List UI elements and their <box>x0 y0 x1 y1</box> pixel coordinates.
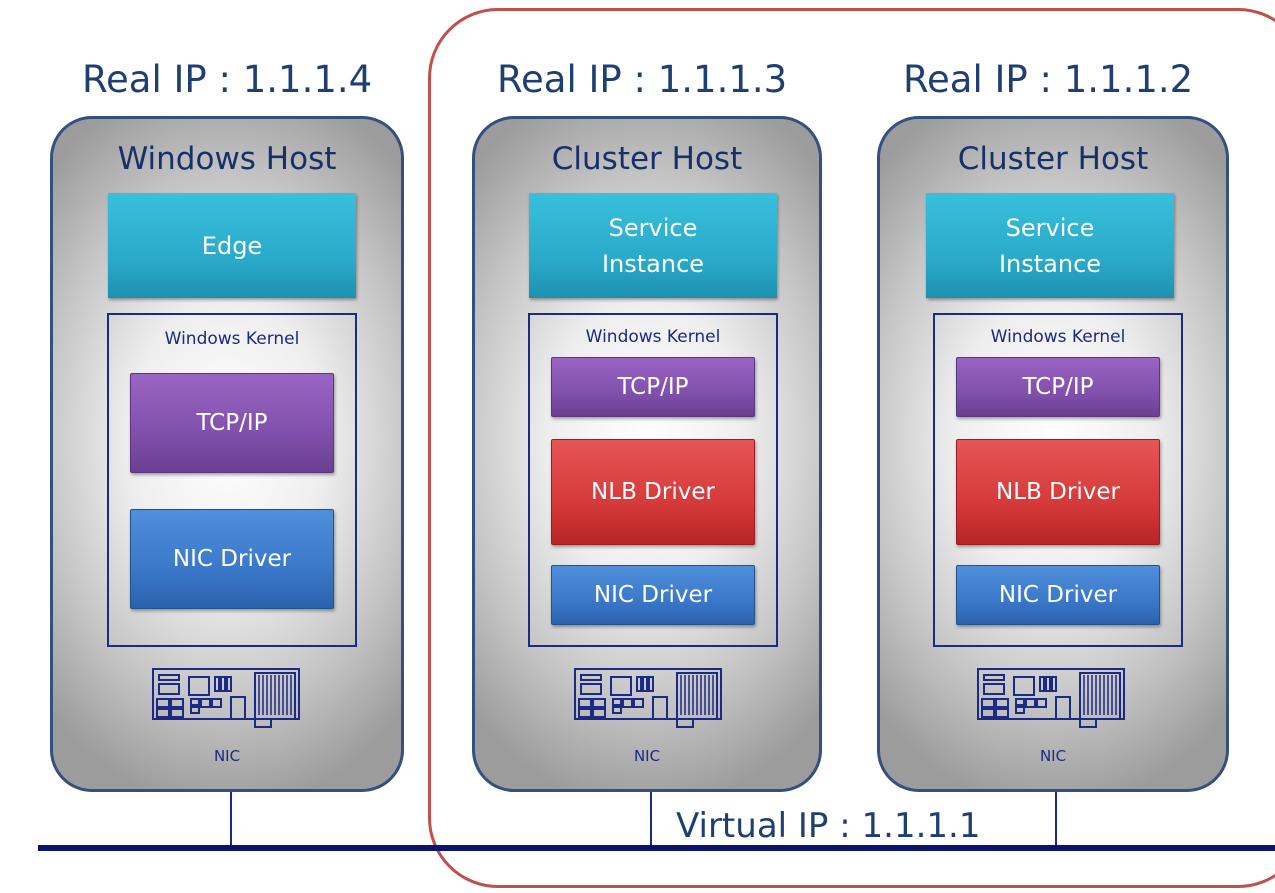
tcp-ip-block: TCP/IP <box>956 357 1160 417</box>
host-title: Cluster Host <box>957 141 1149 177</box>
service-instance-block: Service Instance <box>529 193 777 298</box>
nic-driver-label: NIC Driver <box>593 582 713 608</box>
windows-host: Windows Host Edge Windows Kernel TCP/IP … <box>50 116 404 792</box>
nic-label: NIC <box>213 747 241 765</box>
windows-kernel-box: Windows Kernel TCP/IP NLB Driver NIC Dri… <box>933 313 1183 647</box>
kernel-label: Windows Kernel <box>990 327 1126 347</box>
nic-driver-label: NIC Driver <box>172 546 292 572</box>
nic-driver-block: NIC Driver <box>130 509 334 609</box>
kernel-label: Windows Kernel <box>585 327 721 347</box>
nic-driver-block: NIC Driver <box>956 565 1160 625</box>
edge-block: Edge <box>108 193 356 298</box>
cluster-host-2: Cluster Host Service Instance Windows Ke… <box>877 116 1229 792</box>
host-title: Windows Host <box>117 141 337 177</box>
service-label-line-2: Instance <box>601 249 705 278</box>
nic-label: NIC <box>1039 747 1067 765</box>
nic-card-icon <box>977 668 1125 728</box>
tcp-ip-block: TCP/IP <box>551 357 755 417</box>
service-label-line-1: Service <box>1005 213 1095 242</box>
windows-kernel-box: Windows Kernel TCP/IP NLB Driver NIC Dri… <box>528 313 778 647</box>
cluster-host-1: Cluster Host Service Instance Windows Ke… <box>472 116 822 792</box>
host-title: Cluster Host <box>551 141 743 177</box>
nic-card-icon <box>152 668 300 728</box>
host-2-connector <box>650 792 652 848</box>
network-line <box>38 845 1275 851</box>
nlb-driver-label: NLB Driver <box>591 479 715 505</box>
tcp-ip-label: TCP/IP <box>617 374 689 400</box>
kernel-label: Windows Kernel <box>164 329 300 349</box>
service-label-line-2: Instance <box>998 249 1102 278</box>
nlb-driver-block: NLB Driver <box>551 439 755 545</box>
real-ip-label-host-3: Real IP : 1.1.1.2 <box>903 58 1194 101</box>
tcp-ip-block: TCP/IP <box>130 373 334 473</box>
real-ip-label-host-2: Real IP : 1.1.1.3 <box>497 58 788 101</box>
edge-label: Edge <box>201 231 263 260</box>
cluster-boundary <box>428 8 1275 888</box>
service-label-line-1: Service <box>608 213 698 242</box>
nic-label: NIC <box>633 747 661 765</box>
windows-kernel-box: Windows Kernel TCP/IP NIC Driver <box>107 313 357 647</box>
nic-driver-label: NIC Driver <box>998 582 1118 608</box>
service-instance-block: Service Instance <box>926 193 1174 298</box>
virtual-ip-label: Virtual IP : 1.1.1.1 <box>676 806 981 846</box>
tcp-ip-label: TCP/IP <box>196 410 268 436</box>
nlb-driver-label: NLB Driver <box>996 479 1120 505</box>
nlb-driver-block: NLB Driver <box>956 439 1160 545</box>
nic-card-icon <box>574 668 722 728</box>
real-ip-label-host-1: Real IP : 1.1.1.4 <box>82 58 373 101</box>
host-1-connector <box>230 792 232 848</box>
tcp-ip-label: TCP/IP <box>1022 374 1094 400</box>
nic-driver-block: NIC Driver <box>551 565 755 625</box>
host-3-connector <box>1055 792 1057 848</box>
